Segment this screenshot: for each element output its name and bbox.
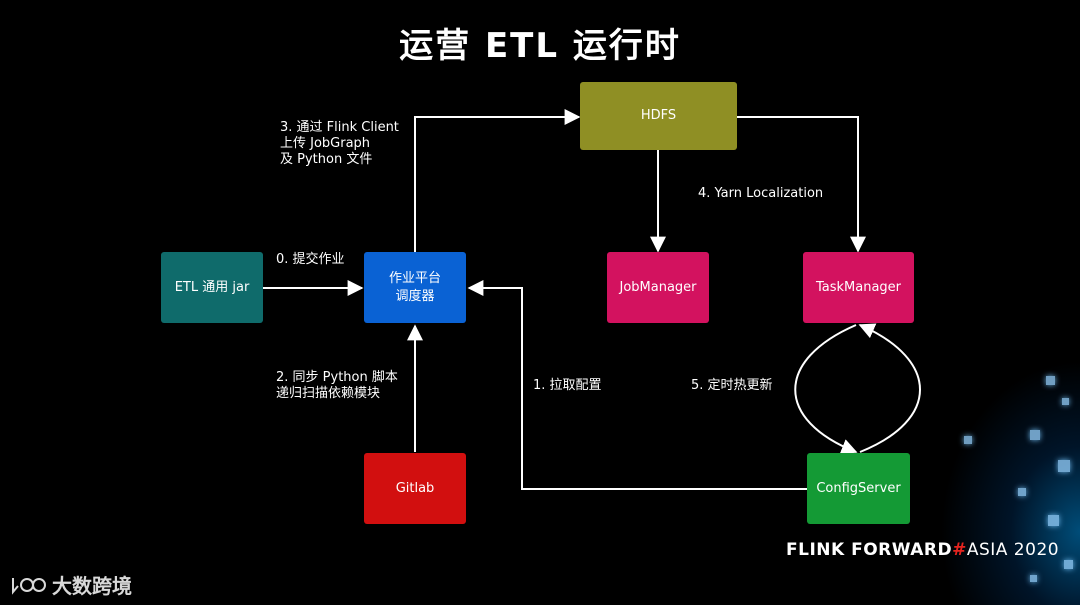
- node-gitlab: Gitlab: [364, 453, 466, 524]
- watermark-icon: [12, 577, 46, 595]
- decorative-cube: [1062, 398, 1069, 405]
- decorative-cube: [1064, 560, 1073, 569]
- brand-asia: ASIA 2020: [966, 540, 1060, 560]
- decorative-cube: [1048, 515, 1059, 526]
- node-jobmanager: JobManager: [607, 252, 709, 323]
- watermark-logo: 大数跨境: [10, 570, 132, 599]
- brand-flink: FLINK FORWARD: [786, 540, 953, 560]
- decorative-cube: [1030, 430, 1040, 440]
- node-taskmanager: TaskManager: [803, 252, 914, 323]
- decorative-cube: [964, 436, 972, 444]
- event-branding: FLINK FORWARD#ASIA 2020: [786, 540, 1059, 560]
- decorative-cube: [1030, 575, 1037, 582]
- label-upload: 3. 通过 Flink Client 上传 JobGraph 及 Python …: [280, 120, 399, 167]
- label-hot-update: 5. 定时热更新: [691, 378, 773, 393]
- arrow-yarn-tm: [737, 116, 866, 253]
- watermark-text: 大数跨境: [52, 574, 132, 598]
- decorative-cube: [1058, 460, 1070, 472]
- decorative-glow: [940, 360, 1080, 605]
- node-scheduler: 作业平台 调度器: [364, 252, 466, 323]
- node-hdfs: HDFS: [580, 82, 737, 150]
- decorative-cube: [1046, 376, 1055, 385]
- label-sync-python: 2. 同步 Python 脚本 递归扫描依赖模块: [276, 370, 398, 401]
- node-etl-jar: ETL 通用 jar: [161, 252, 263, 323]
- label-pull-config: 1. 拉取配置: [533, 378, 602, 393]
- decorative-cube: [1018, 488, 1026, 496]
- arrow-upload: [414, 109, 581, 252]
- arrow-hot-update-up: [858, 323, 921, 453]
- page-title: 运营 ETL 运行时: [399, 26, 681, 66]
- node-configserver: ConfigServer: [807, 453, 910, 524]
- brand-hash: #: [952, 540, 967, 560]
- arrow-hot-update-down: [794, 324, 858, 455]
- label-submit: 0. 提交作业: [276, 252, 345, 267]
- label-yarn: 4. Yarn Localization: [698, 186, 824, 201]
- arrow-pull-config: [467, 280, 807, 490]
